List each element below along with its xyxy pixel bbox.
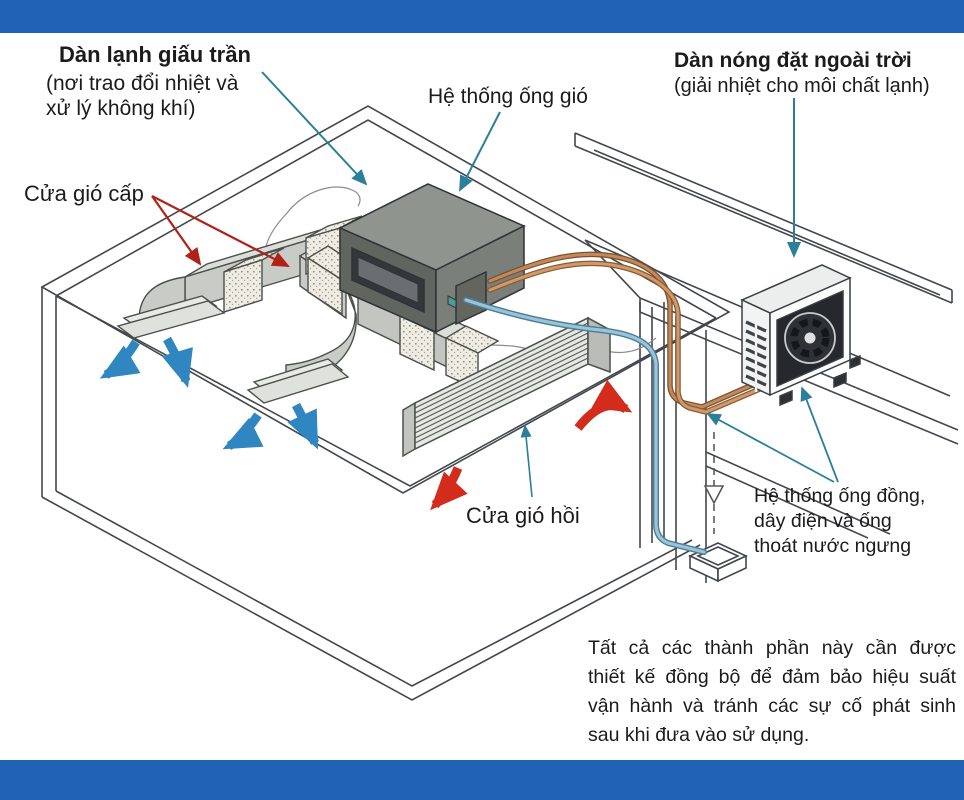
leader-indoor-unit (261, 71, 368, 186)
parapet-rail-inner (593, 149, 941, 296)
left-wall (41, 287, 57, 497)
leader-piping-1 (706, 413, 835, 483)
leader-piping-2 (800, 386, 839, 483)
indoor-unit-title: Dàn lạnh giấu trần (59, 42, 251, 67)
supply-air-arrow (222, 412, 264, 451)
drain-direction-arrow (703, 432, 725, 534)
outdoor-unit-title: Dàn nóng đặt ngoài trời (674, 49, 912, 72)
outdoor-unit-foot (833, 371, 847, 389)
supply-air-arrow (99, 339, 141, 379)
outdoor-unit (740, 264, 861, 407)
indoor-unit-label: Dàn lạnh giấu trần (nơi trao đổi nhiệt v… (46, 42, 251, 122)
room-wireframe (40, 105, 731, 701)
return-air-arrow (574, 379, 633, 431)
label-leaders (151, 71, 839, 498)
supply-diffuser-flange (116, 300, 226, 339)
note-line-3: vận hành và tránh các sự cố phát sinh (588, 695, 956, 717)
note-line-4: sau khi đưa vào sử dụng. (588, 724, 810, 746)
leader-duct-system (459, 111, 501, 192)
return-grille-label: Cửa gió hồi (466, 503, 580, 528)
duct-collar (307, 256, 343, 316)
parapet-rail (574, 132, 953, 304)
note-line-2: thiết kế đồng bộ để đảm bảo hiệu suất (588, 666, 956, 688)
return-air-arrows (430, 379, 633, 511)
bottom-border-bar (0, 760, 964, 800)
duct-collar (223, 259, 263, 313)
copper-pipes (487, 251, 805, 415)
piping-label-line-3: thoát nước ngưng (754, 535, 912, 557)
ceiling-slab-outline (40, 105, 731, 494)
outdoor-unit-label: Dàn nóng đặt ngoài trời (giải nhiệt cho … (674, 48, 930, 98)
leader-supply-grille-1 (151, 195, 202, 266)
supply-air-arrow (161, 336, 193, 388)
supply-grille-label: Cửa gió cấp (24, 181, 144, 206)
leader-return-grille (520, 424, 533, 498)
return-air-arrow (430, 466, 468, 511)
indoor-unit (338, 183, 526, 334)
outdoor-unit-foot (779, 389, 793, 407)
note-line-1: Tất cả các thành phần này cần được (588, 637, 956, 659)
indoor-unit-junction-box (455, 270, 487, 326)
leader-supply-grille-2 (151, 195, 290, 268)
duct-system-label: Hệ thống ống gió (428, 85, 588, 108)
supply-air-arrow (287, 402, 320, 450)
supply-air-arrows (99, 336, 320, 451)
outdoor-unit-desc: (giải nhiệt cho môi chất lạnh) (674, 74, 930, 97)
floor-outline (41, 490, 701, 701)
indoor-unit-desc-2: xử lý không khí) (46, 97, 196, 121)
right-wall-column (639, 302, 665, 548)
outdoor-unit-fan (776, 289, 844, 388)
top-border-bar (0, 0, 964, 33)
supply-elbow (285, 287, 357, 386)
piping-label-line-1: Hệ thống ống đồng, (754, 485, 926, 507)
refrigerant-and-drain-pipes (463, 251, 805, 555)
grille-louvers (414, 322, 589, 444)
piping-label-line-2: dây điện và ống (754, 510, 892, 532)
supply-duct-network (116, 215, 368, 404)
piping-system-label: Hệ thống ống đồng, dây điện và ống thoát… (754, 484, 925, 559)
return-air-grille (402, 316, 612, 458)
supply-diffuser-flange (246, 363, 350, 404)
design-note: Tất cả các thành phần này cần được thiết… (588, 634, 956, 750)
indoor-unit-desc-1: (nơi trao đổi nhiệt và (46, 71, 239, 95)
outdoor-unit-foot (849, 354, 861, 370)
